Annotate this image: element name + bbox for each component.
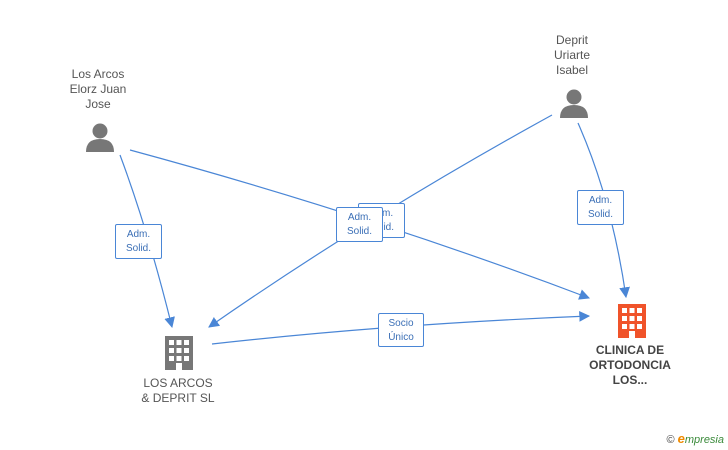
edge-label-adm-solid: Adm. Solid. xyxy=(577,190,624,225)
node-label-deprit-uriarte[interactable]: Deprit Uriarte Isabel xyxy=(553,33,590,77)
empresia-logo-initial: e xyxy=(677,431,685,446)
node-label-clinica-ortodoncia[interactable]: CLINICA DE ORTODONCIA LOS... xyxy=(589,343,671,387)
node-label-los-arcos-elorz[interactable]: Los Arcos Elorz Juan Jose xyxy=(69,67,127,111)
person-icon[interactable] xyxy=(560,89,588,119)
building-icon[interactable] xyxy=(618,304,646,338)
node-label-los-arcos-deprit-sl[interactable]: LOS ARCOS & DEPRIT SL xyxy=(141,376,215,405)
person-icon[interactable] xyxy=(86,123,114,153)
empresia-logo-text: mpresia xyxy=(684,434,724,446)
edge-label-adm-solid: Adm. Solid. xyxy=(336,207,383,242)
footer-watermark: © empresia xyxy=(666,431,724,446)
edge-label-adm-solid: Adm. Solid. xyxy=(115,224,162,259)
edge-label-socio-unico: Socio Único xyxy=(378,313,424,347)
copyright-symbol: © xyxy=(666,434,675,446)
building-icon[interactable] xyxy=(165,336,193,370)
